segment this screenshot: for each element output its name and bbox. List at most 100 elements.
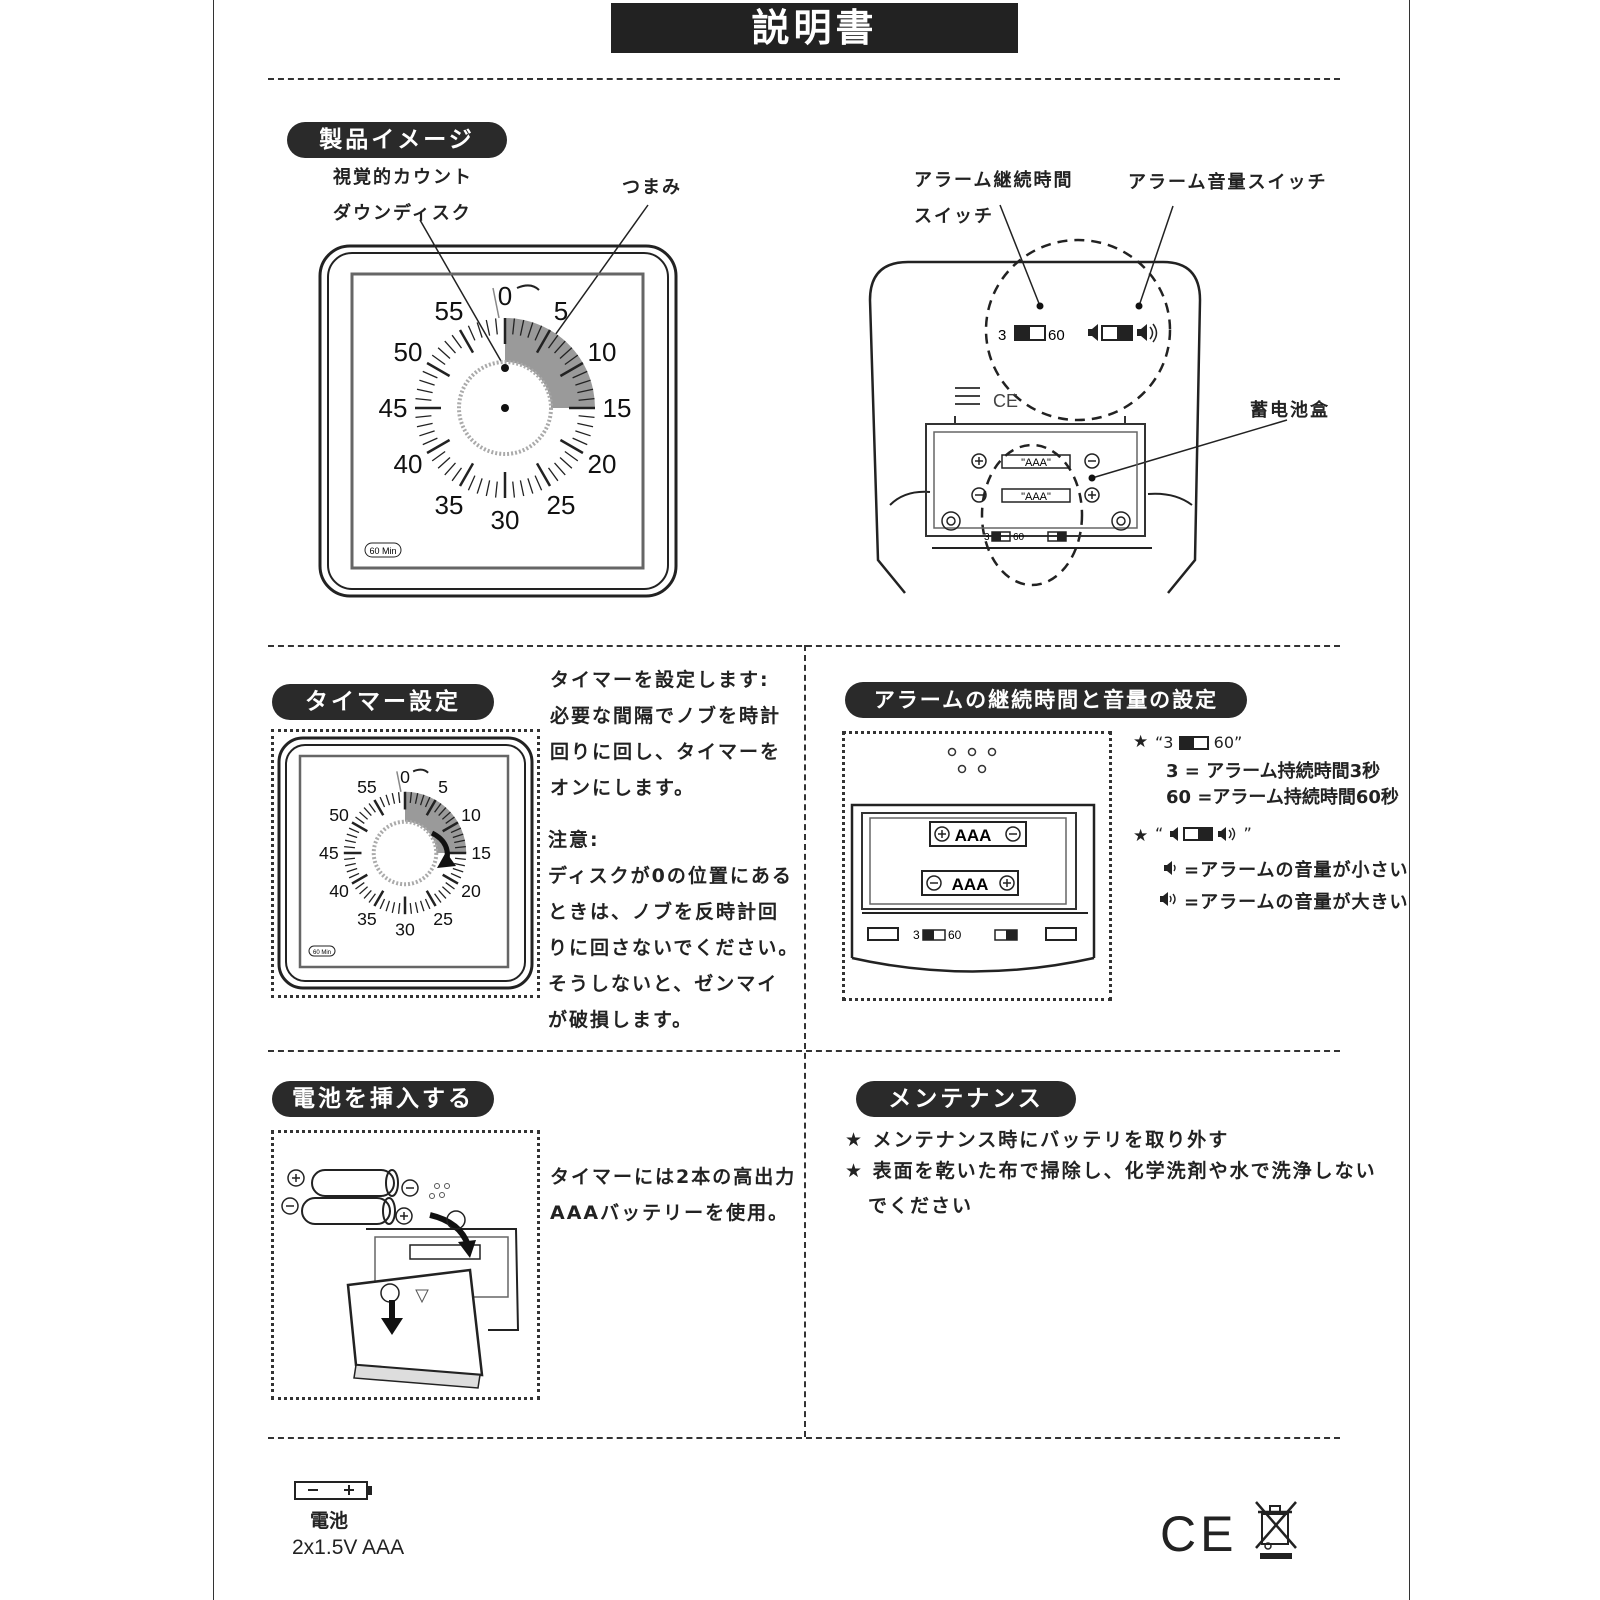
divider-top <box>268 78 1340 80</box>
battery-insert-line-2: AAAバッテリーを使用。 <box>550 1202 790 1224</box>
battery-pair-icon <box>281 1169 419 1225</box>
timer-note-line-4: そうしないと、ゼンマイ <box>548 973 779 995</box>
small-dial-number: 20 <box>461 881 481 901</box>
big-dial-tick <box>416 388 433 394</box>
quote-close: ” <box>1234 733 1243 752</box>
alarm-volume-star: ★ <box>1133 826 1149 846</box>
small-dial-tick <box>424 796 431 808</box>
alarm-switch-diagram: AAA AAA 3 60 <box>850 747 1096 973</box>
big-dial-tick <box>572 370 588 379</box>
big-dial-number: 30 <box>491 505 520 535</box>
big-dial-tick <box>494 481 498 498</box>
big-dial-shaded-wedge <box>505 318 595 408</box>
big-dial-tick <box>534 475 543 491</box>
small-dial-tick <box>397 792 401 804</box>
alarm-fig-switch-3: 3 <box>913 928 920 942</box>
small-dial-number: 35 <box>357 909 377 929</box>
speaker-low-icon <box>1088 324 1098 341</box>
big-dial-tick <box>512 481 516 498</box>
small-dial-tick <box>454 857 466 861</box>
big-dial-number: 35 <box>435 490 464 520</box>
maintenance-item-2-cont: でください <box>868 1195 974 1217</box>
big-dial-tick <box>422 437 438 446</box>
big-dial-tick <box>451 467 463 482</box>
knob-label: つまみ <box>622 177 682 198</box>
small-dial-tick <box>385 794 391 806</box>
small-badge-60min: 60 Min <box>313 950 331 956</box>
big-dial-number: 20 <box>588 449 617 479</box>
maintenance-item-1: ★ メンテナンス時にバッテリを取り外す <box>845 1129 1230 1151</box>
back-battery-1-label: "AAA" <box>1021 457 1051 469</box>
small-dial-tick <box>438 807 447 817</box>
big-dial-tick <box>535 462 552 487</box>
big-dial-number: 0 <box>498 281 512 311</box>
small-dial-tick <box>397 902 401 914</box>
small-dial-tick <box>345 862 356 867</box>
timer-setting-line-4: オンにします。 <box>550 777 696 799</box>
big-dial-tick <box>564 354 579 366</box>
volume-switch-label: アラーム音量スイッチ <box>1128 172 1328 193</box>
small-dial-tick <box>424 898 431 910</box>
alarm-battery-1-label: AAA <box>955 826 992 845</box>
small-dial-tick <box>363 889 372 899</box>
divider-bottom <box>268 1437 1340 1439</box>
small-dial-tick <box>445 816 455 824</box>
big-dial-number: 5 <box>554 296 568 326</box>
big-dial-number: 40 <box>394 449 423 479</box>
ce-mark-small: CE <box>993 391 1018 411</box>
switch-60: 60 <box>1213 733 1235 752</box>
small-dial-tick <box>434 893 442 903</box>
quote-open: “ <box>1155 733 1164 752</box>
small-dial-tick <box>441 886 451 895</box>
disc-label-line2: ダウンディスク <box>333 203 472 224</box>
small-dial-tick <box>373 799 385 816</box>
small-dial-tick <box>355 882 365 890</box>
product-heading: 製品イメージ <box>287 122 507 158</box>
switch-toggle-icon <box>1178 736 1209 750</box>
timer-setting-line-1: タイマーを設定します: <box>550 669 770 691</box>
big-dial-number: 25 <box>547 490 576 520</box>
speaker-high-icon <box>1160 892 1176 906</box>
duration-switch-label-line1: アラーム継続時間 <box>914 170 1074 191</box>
back-small-switch-60: 60 <box>1013 532 1025 543</box>
right-border <box>1409 0 1410 1600</box>
small-dial-tick <box>351 821 368 833</box>
big-dial-tick <box>485 480 491 497</box>
big-dial-number: 45 <box>379 393 408 423</box>
switch-3: 3 <box>1163 733 1174 752</box>
small-dial-tick <box>452 867 464 873</box>
small-dial-tick <box>346 833 358 839</box>
big-dial-tick <box>578 415 595 419</box>
alarm-fig-switch-60: 60 <box>948 928 962 942</box>
big-dial-tick <box>564 450 579 462</box>
ce-mark: CE <box>1160 1506 1238 1562</box>
big-dial-number: 15 <box>603 393 632 423</box>
big-dial-tick <box>476 478 483 494</box>
small-dial-tick <box>414 902 419 913</box>
timer-setting-line-2: 必要な間隔でノブを時計 <box>550 705 782 727</box>
small-dial-number: 0 <box>400 767 410 787</box>
big-dial-number: 50 <box>394 337 423 367</box>
small-dial-tick <box>450 827 462 834</box>
small-dial-tick <box>345 839 356 844</box>
timer-back-diagram: 3 60 CE "AAA" "AAA" 3 60 <box>868 204 1288 594</box>
back-switch-60: 60 <box>1048 327 1065 344</box>
big-dial-tick <box>426 438 451 455</box>
maintenance-item-2: ★ 表面を乾いた布で掃除し、化学洗剤や水で洗浄しない <box>845 1160 1377 1182</box>
big-dial-number: 10 <box>588 337 617 367</box>
speaker-high-icon <box>1137 323 1158 343</box>
small-dial-tick <box>385 900 391 912</box>
big-dial-tick <box>419 430 435 437</box>
big-dial-tick <box>519 480 525 497</box>
big-dial-tick <box>527 322 534 338</box>
small-dial-shaded-wedge <box>405 791 467 853</box>
small-dial-tick <box>419 900 425 912</box>
small-dial-tick <box>359 811 369 820</box>
small-dial-knob <box>371 819 439 887</box>
big-dial-tick <box>437 347 451 359</box>
small-dial-tick <box>359 886 369 895</box>
small-dial-tick <box>441 811 451 820</box>
big-dial-tick <box>512 318 516 335</box>
quote-close-2: ” <box>1243 824 1252 843</box>
